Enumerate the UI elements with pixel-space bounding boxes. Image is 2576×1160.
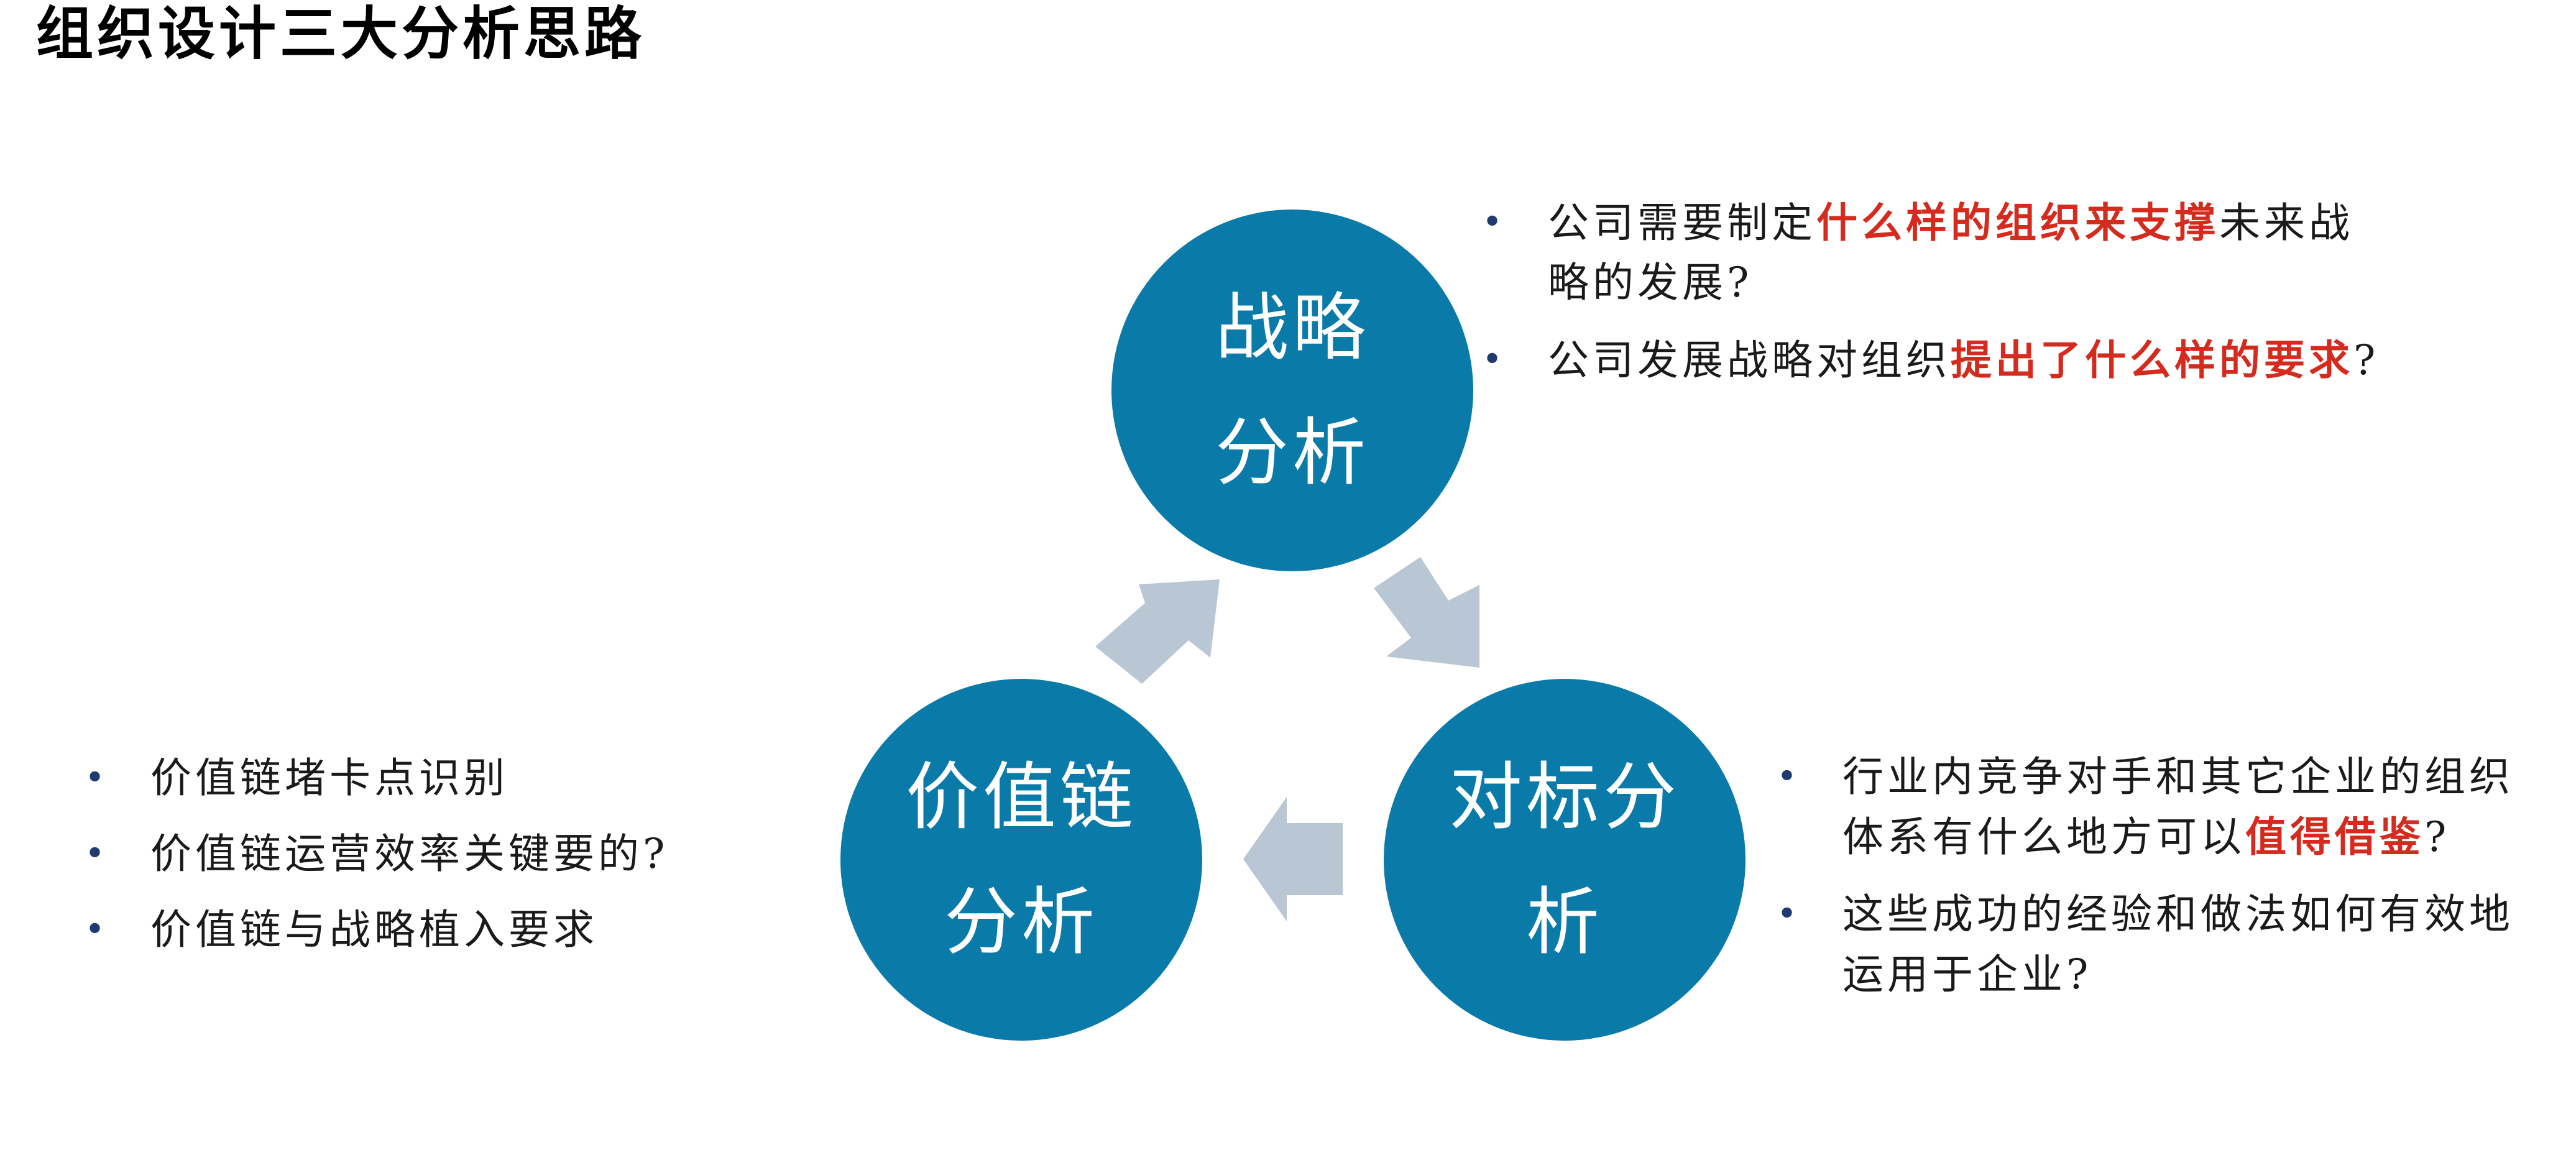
value-chain-note-2-text: 价值链运营效率关键要的? [150, 830, 669, 878]
strategy-notes: • 公司需要制定什么样的组织来支撑未来战略的发展? • 公司发展战略对组织提出了… [1482, 193, 2390, 408]
bullet-icon: • [85, 834, 109, 874]
value-chain-analysis-node: 价值链 分析 [840, 679, 1202, 1041]
strategy-note-1-pre: 公司需要制定 [1548, 199, 1816, 247]
arrow-value-chain-to-strategy-icon [1095, 579, 1220, 684]
benchmark-analysis-node: 对标分 析 [1384, 679, 1746, 1041]
bullet-icon: • [1777, 757, 1801, 797]
benchmark-note-1-pre: 行业内竞争对手和其它企业的组织体系有什么地方可以 [1842, 753, 2514, 861]
benchmark-notes: • 行业内竞争对手和其它企业的组织体系有什么地方可以值得借鉴? • 这些成功的经… [1777, 747, 2547, 1022]
strategy-note-1-highlight: 什么样的组织来支撑 [1816, 198, 2219, 247]
arrow-benchmark-to-value-chain-icon [1243, 797, 1343, 921]
value-chain-notes: • 价值链堵卡点识别 • 价值链运营效率关键要的? • 价值链与战略植入要求 [85, 748, 768, 977]
bullet-icon: • [1482, 339, 1507, 380]
bullet-icon: • [1482, 202, 1507, 242]
benchmark-note-1-highlight: 值得借鉴 [2245, 812, 2424, 861]
benchmark-node-line-1: 对标分 [1448, 754, 1680, 840]
value-chain-node-line-1: 价值链 [905, 754, 1137, 840]
strategy-note-2-post: ? [2353, 336, 2380, 384]
benchmark-note-2-pre: 这些成功的经验和做法如何有效地运用于企业? [1842, 890, 2514, 998]
arrow-strategy-to-benchmark-icon [1374, 557, 1479, 668]
bullet-icon: • [1777, 894, 1801, 934]
value-chain-note-3-text: 价值链与战略植入要求 [150, 906, 598, 954]
strategy-note-2: • 公司发展战略对组织提出了什么样的要求? [1482, 330, 2390, 390]
benchmark-node-line-2: 析 [1525, 879, 1603, 965]
strategy-node-line-1: 战略 [1215, 285, 1369, 371]
strategy-analysis-node: 战略 分析 [1111, 209, 1473, 571]
value-chain-note-3: • 价值链与战略植入要求 [85, 900, 768, 960]
strategy-node-line-2: 分析 [1215, 410, 1369, 495]
value-chain-node-line-2: 分析 [944, 879, 1098, 965]
strategy-note-2-pre: 公司发展战略对组织 [1548, 336, 1951, 384]
page-title: 组织设计三大分析思路 [36, 1, 646, 67]
value-chain-note-1-text: 价值链堵卡点识别 [150, 754, 508, 802]
benchmark-note-1: • 行业内竞争对手和其它企业的组织体系有什么地方可以值得借鉴? [1777, 747, 2547, 867]
bullet-icon: • [85, 909, 109, 950]
value-chain-note-2: • 价值链运营效率关键要的? [85, 824, 768, 884]
benchmark-note-1-post: ? [2424, 813, 2450, 861]
benchmark-note-2: • 这些成功的经验和做法如何有效地运用于企业? [1777, 885, 2547, 1005]
value-chain-note-1: • 价值链堵卡点识别 [85, 748, 768, 808]
strategy-note-1: • 公司需要制定什么样的组织来支撑未来战略的发展? [1482, 193, 2390, 313]
bullet-icon: • [85, 758, 109, 798]
strategy-note-2-highlight: 提出了什么样的要求 [1951, 336, 2353, 384]
strategy-note-1-post: 未来战略的发展? [1548, 199, 2353, 306]
